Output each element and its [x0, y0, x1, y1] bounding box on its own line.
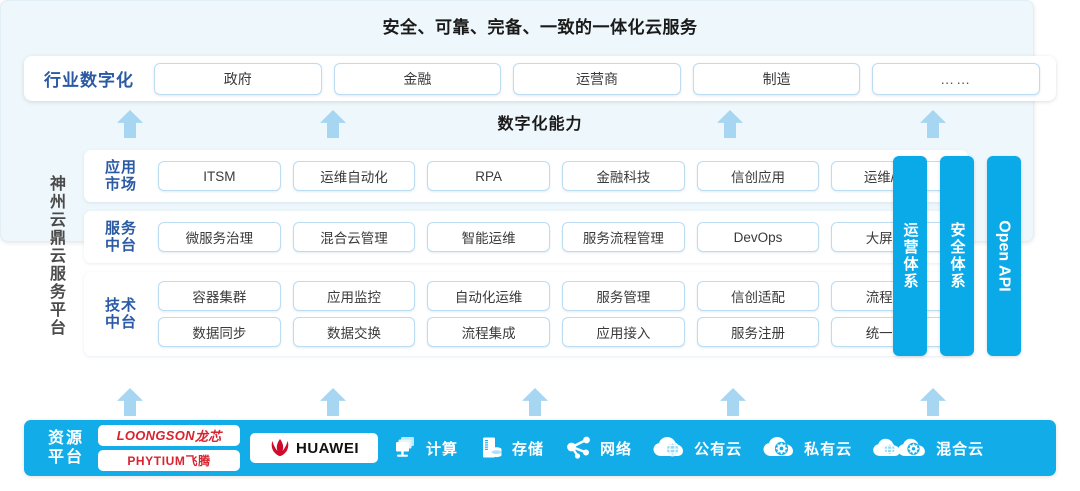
industry-label: 行业数字化 [44, 71, 134, 90]
up-arrow-icon-6 [320, 388, 346, 416]
industry-chip-government[interactable]: 政府 [154, 62, 322, 95]
cell-service-mgmt[interactable]: 服务管理 [562, 281, 685, 311]
resource-label-line1: 资源 [48, 429, 85, 447]
hybrid-cloud-icon [873, 438, 925, 456]
vbar-security-system[interactable]: 安全体系 [940, 156, 974, 356]
storage-icon [483, 437, 502, 458]
cell-app-access[interactable]: 应用接入 [562, 317, 685, 347]
chip-vendor-logos: LOONGSON 龙芯 PHYTIUM 飞腾 [98, 425, 241, 471]
phytium-logo-text: PHYTIUM [127, 453, 186, 468]
cell-microservice-governance[interactable]: 微服务治理 [158, 222, 281, 252]
cell-data-exchange[interactable]: 数据交换 [292, 317, 416, 347]
huawei-logo-text: HUAWEI [296, 439, 360, 457]
resource-item-label: 存储 [512, 440, 545, 458]
resource-label-line2: 平台 [48, 449, 85, 466]
cell-intelligent-ops[interactable]: 智能运维 [427, 222, 551, 252]
tier-label-application-market: 应用 市场 [98, 159, 144, 194]
public-cloud-icon [653, 437, 684, 457]
industry-chip-manufacturing[interactable]: 制造 [692, 62, 861, 95]
industry-chip-carrier[interactable]: 运营商 [513, 62, 681, 95]
tier-label-line1: 应用 [104, 158, 137, 176]
resource-item-compute[interactable]: 计算 [392, 434, 458, 462]
tier-label-line1: 技术 [104, 296, 137, 314]
resource-item-label: 公有云 [694, 440, 743, 458]
huawei-logo[interactable]: HUAWEI [250, 433, 379, 463]
huawei-flower-icon [271, 439, 289, 456]
cell-rpa[interactable]: RPA [427, 161, 551, 191]
cell-ops-automation[interactable]: 运维自动化 [292, 161, 416, 191]
up-arrow-icon-9 [920, 388, 946, 416]
cell-service-registry[interactable]: 服务注册 [696, 317, 820, 347]
resource-item-label: 私有云 [804, 440, 853, 458]
up-arrow-icon-8 [720, 388, 746, 416]
tier-application-market: 应用 市场 ITSM 运维自动化 RPA 金融科技 信创应用 运维/运营 [84, 150, 968, 202]
up-arrow-icon-7 [522, 388, 548, 416]
page-title: 安全、可靠、完备、一致的一体化云服务 [382, 18, 698, 37]
cell-service-process-mgmt[interactable]: 服务流程管理 [562, 222, 685, 252]
resource-item-label: 混合云 [936, 440, 985, 458]
tier-row: ITSM 运维自动化 RPA 金融科技 信创应用 运维/运营 [152, 161, 960, 191]
tier-label-service-platform: 服务 中台 [98, 220, 144, 255]
cell-devops[interactable]: DevOps [696, 222, 820, 252]
tier-technology-platform: 技术 中台 容器集群 应用监控 自动化运维 服务管理 信创适配 流程引擎 数据同… [84, 272, 968, 356]
industry-chip-finance[interactable]: 金融 [333, 62, 502, 95]
tier-row: 微服务治理 混合云管理 智能运维 服务流程管理 DevOps 大屏展示 [152, 222, 960, 252]
resource-item-hybrid-cloud[interactable]: 混合云 [872, 435, 984, 461]
capability-label: 数字化能力 [497, 116, 583, 133]
tier-rows: 容器集群 应用监控 自动化运维 服务管理 信创适配 流程引擎 数据同步 数据交换… [152, 281, 960, 347]
resource-item-storage[interactable]: 存储 [478, 434, 544, 462]
phytium-logo-cn: 飞腾 [185, 454, 211, 468]
tier-label-technology-platform: 技术 中台 [98, 297, 144, 332]
tier-rows: ITSM 运维自动化 RPA 金融科技 信创应用 运维/运营 [152, 161, 960, 191]
resource-item-label: 计算 [426, 440, 459, 458]
cell-hybrid-cloud-mgmt[interactable]: 混合云管理 [292, 222, 416, 252]
cell-container-cluster[interactable]: 容器集群 [158, 281, 281, 311]
tier-label-line2: 中台 [104, 314, 137, 331]
resource-item-network[interactable]: 网络 [564, 434, 632, 462]
cell-xinchuang-adapt[interactable]: 信创适配 [696, 281, 820, 311]
cell-data-sync[interactable]: 数据同步 [158, 317, 281, 347]
tier-row: 数据同步 数据交换 流程集成 应用接入 服务注册 统一认证 [152, 317, 960, 347]
cell-dashboard[interactable]: 大屏展示 [831, 222, 955, 252]
cell-fintech[interactable]: 金融科技 [562, 161, 685, 191]
tier-rows: 微服务治理 混合云管理 智能运维 服务流程管理 DevOps 大屏展示 [152, 222, 960, 252]
cell-xinchuang-app[interactable]: 信创应用 [696, 161, 820, 191]
private-cloud-icon [763, 437, 794, 456]
resource-platform-label: 资源 平台 [48, 429, 84, 467]
compute-icon [396, 437, 415, 457]
resource-item-public-cloud[interactable]: 公有云 [652, 435, 742, 461]
tier-label-line2: 市场 [104, 176, 137, 193]
loongson-logo-cn: 龙芯 [194, 429, 222, 444]
vbar-open-api[interactable]: Open API [987, 156, 1021, 356]
resource-item-private-cloud[interactable]: 私有云 [762, 435, 852, 461]
cell-app-monitoring[interactable]: 应用监控 [292, 281, 416, 311]
network-icon [567, 436, 590, 459]
loongson-logo-text: LOONGSON [116, 428, 195, 443]
platform-vertical-label: 神州云鼎云服务平台 [47, 175, 64, 337]
industry-panel: 行业数字化 政府 金融 运营商 制造 …… [24, 56, 1056, 101]
resource-platform-bar: 资源 平台 LOONGSON 龙芯 PHYTIUM 飞腾 HUAWEI [24, 420, 1056, 476]
tier-row: 容器集群 应用监控 自动化运维 服务管理 信创适配 流程引擎 [152, 281, 960, 311]
industry-chip-more[interactable]: …… [872, 62, 1040, 95]
tier-service-platform: 服务 中台 微服务治理 混合云管理 智能运维 服务流程管理 DevOps 大屏展… [84, 211, 968, 263]
vbar-operations-system[interactable]: 运营体系 [893, 156, 927, 356]
vbar-open-api-label: Open API [996, 220, 1014, 292]
resource-item-label: 网络 [600, 440, 633, 458]
loongson-logo[interactable]: LOONGSON 龙芯 [98, 425, 241, 446]
up-arrow-icon-5 [117, 388, 143, 416]
cell-itsm[interactable]: ITSM [158, 161, 281, 191]
cell-process-integration[interactable]: 流程集成 [427, 317, 551, 347]
tier-label-line2: 中台 [104, 237, 137, 254]
cell-automated-ops[interactable]: 自动化运维 [427, 281, 551, 311]
tier-label-line1: 服务 [104, 219, 137, 237]
phytium-logo[interactable]: PHYTIUM 飞腾 [98, 450, 241, 471]
